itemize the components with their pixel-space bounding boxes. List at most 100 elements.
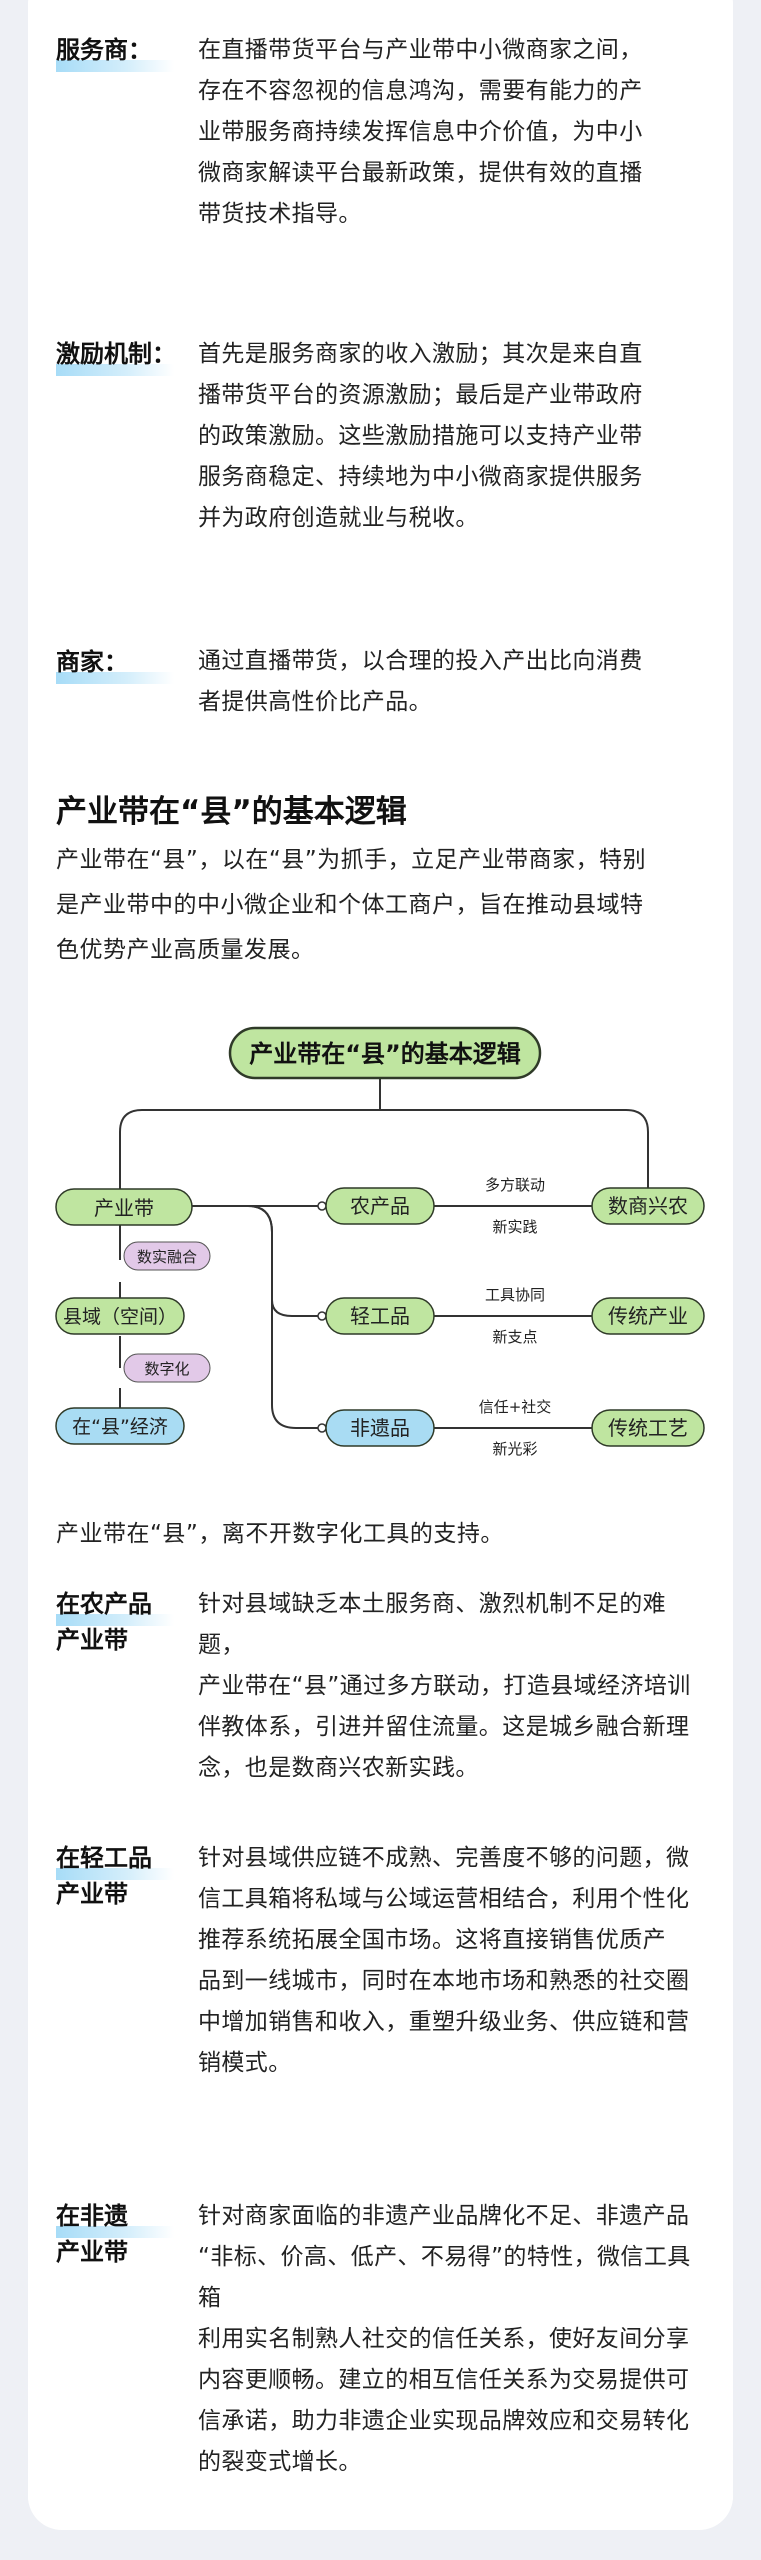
- desc-line: 存在不容忽视的信息鸿沟，需要有能力的产: [198, 78, 643, 104]
- desc-line: 念，也是数商兴农新实践。: [198, 1755, 479, 1781]
- row2-top-label: 工具协同: [485, 1286, 545, 1304]
- node-agri-label: 农产品: [350, 1194, 410, 1218]
- connector-line: [119, 1109, 649, 1210]
- node-light-result: [591, 1297, 705, 1335]
- term-line: 在非遗: [56, 2202, 128, 2230]
- term-highlight: [56, 672, 174, 684]
- desc-line: 针对商家面临的非遗产业品牌化不足、非遗产品: [198, 2203, 690, 2229]
- node-economy-label: 在“县”经济: [72, 1416, 168, 1438]
- desc-line: 的裂变式增长。: [198, 2449, 362, 2475]
- support-text: 产业带在“县”，离不开数字化工具的支持。: [56, 1521, 504, 1547]
- diagram-title: 产业带在“县”的基本逻辑: [249, 1040, 521, 1068]
- node-light-result-label: 传统产业: [608, 1304, 688, 1328]
- node-heritage-result-label: 传统工艺: [608, 1416, 688, 1440]
- desc-line: 利用实名制熟人社交的信任关系，使好友间分享: [198, 2326, 690, 2352]
- connector-line: [247, 1205, 322, 1317]
- connector-dot: [317, 1201, 327, 1211]
- desc-merchant: 通过直播带货，以合理的投入产出比向消费 者提供高性价比产品。: [198, 641, 708, 723]
- desc-line: “非标、价高、低产、不易得”的特性，微信工具箱: [198, 2244, 691, 2311]
- desc-line: 服务商稳定、持续地为中小微商家提供服务: [198, 464, 643, 490]
- desc-line: 带货技术指导。: [198, 201, 362, 227]
- section-heading: 产业带在“县”的基本逻辑: [56, 794, 407, 830]
- intro-line: 是产业带中的中小微企业和个体工商户，旨在推动县域特: [56, 892, 644, 918]
- row3-bottom-label: 新光彩: [492, 1440, 537, 1458]
- logic-diagram: 产业带在“县”的基本逻辑 产业带 数实融合 县域（空间） 数字化 在“县”经济 …: [55, 1026, 705, 1458]
- desc-line: 播带货平台的资源激励；最后是产业带政府: [198, 382, 643, 408]
- desc-incentive: 首先是服务商家的收入激励；其次是来自直 播带货平台的资源激励；最后是产业带政府 …: [198, 334, 708, 539]
- tag-digital-real-label: 数实融合: [137, 1248, 197, 1266]
- node-heritage: [325, 1409, 435, 1447]
- node-light: [325, 1297, 435, 1335]
- connector-dot: [317, 1423, 327, 1433]
- term-merchant: 商家：: [56, 644, 176, 684]
- term-label: 激励机制：: [56, 340, 176, 368]
- node-agri-result: [591, 1187, 705, 1225]
- row3-top-label: 信任+社交: [479, 1398, 552, 1416]
- term-line: 在农产品: [56, 1590, 152, 1618]
- node-industry: [55, 1188, 193, 1226]
- term-highlight: [56, 364, 174, 376]
- desc-line: 者提供高性价比产品。: [198, 689, 432, 715]
- desc-line: 微商家解读平台最新政策，提供有效的直播: [198, 160, 643, 186]
- case-heritage-desc: 针对商家面临的非遗产业品牌化不足、非遗产品 “非标、价高、低产、不易得”的特性，…: [198, 2196, 708, 2483]
- desc-line: 产业带在“县”通过多方联动，打造县域经济培训: [198, 1673, 691, 1699]
- desc-line: 的政策激励。这些激励措施可以支持产业带: [198, 423, 643, 449]
- row2-bottom-label: 新支点: [492, 1328, 537, 1346]
- section-intro: 产业带在“县”，以在“县”为抓手，立足产业带商家，特别 是产业带中的中小微企业和…: [56, 838, 721, 973]
- desc-line: 业带服务商持续发挥信息中介价值，为中小: [198, 119, 643, 145]
- desc-line: 信工具箱将私域与公域运营相结合，利用个性化: [198, 1886, 690, 1912]
- term-highlight: [56, 1614, 174, 1626]
- term-line: 在轻工品: [56, 1844, 152, 1872]
- desc-line: 通过直播带货，以合理的投入产出比向消费: [198, 648, 643, 674]
- desc-line: 品到一线城市，同时在本地市场和熟悉的社交圈: [198, 1968, 690, 1994]
- desc-line: 针对县域供应链不成熟、完善度不够的问题，微: [198, 1845, 690, 1871]
- term-incentive: 激励机制：: [56, 336, 176, 376]
- desc-line: 信承诺，助力非遗企业实现品牌效应和交易转化: [198, 2408, 690, 2434]
- case-agri-term: 在农产品 产业带: [56, 1586, 176, 1658]
- case-light-term: 在轻工品 产业带: [56, 1840, 176, 1912]
- desc-line: 并为政府创造就业与税收。: [198, 505, 479, 531]
- desc-line: 中增加销售和收入，重塑升级业务、供应链和营: [198, 2009, 690, 2035]
- tag-digital-real: [123, 1241, 211, 1271]
- term-line: 产业带: [56, 1626, 128, 1654]
- desc-line: 销模式。: [198, 2050, 292, 2076]
- case-light-desc: 针对县域供应链不成熟、完善度不够的问题，微 信工具箱将私域与公域运营相结合，利用…: [198, 1838, 708, 2084]
- node-agri-result-label: 数商兴农: [608, 1194, 688, 1218]
- case-heritage-term: 在非遗 产业带: [56, 2198, 176, 2270]
- desc-line: 针对县域缺乏本土服务商、激烈机制不足的难题，: [198, 1591, 666, 1658]
- desc-line: 伴教体系，引进并留住流量。这是城乡融合新理: [198, 1714, 690, 1740]
- desc-line: 首先是服务商家的收入激励；其次是来自直: [198, 341, 643, 367]
- node-light-label: 轻工品: [350, 1304, 410, 1328]
- term-highlight: [56, 60, 174, 72]
- desc-line: 推荐系统拓展全国市场。这将直接销售优质产: [198, 1927, 666, 1953]
- diagram-title-node: [228, 1026, 542, 1080]
- node-county: [55, 1297, 185, 1335]
- node-heritage-label: 非遗品: [350, 1416, 410, 1440]
- term-line: 产业带: [56, 1880, 128, 1908]
- page-bottom-margin: [0, 2528, 761, 2560]
- connector-line: [247, 1205, 322, 1429]
- row1-top-label: 多方联动: [485, 1176, 545, 1194]
- row1-bottom-label: 新实践: [492, 1218, 537, 1236]
- node-heritage-result: [591, 1409, 705, 1447]
- term-line: 产业带: [56, 2238, 128, 2266]
- desc-service-provider: 在直播带货平台与产业带中小微商家之间， 存在不容忽视的信息鸿沟，需要有能力的产 …: [198, 30, 708, 235]
- node-county-label: 县域（空间）: [63, 1306, 177, 1328]
- node-economy: [55, 1407, 185, 1445]
- intro-line: 产业带在“县”，以在“县”为抓手，立足产业带商家，特别: [56, 847, 647, 873]
- desc-line: 在直播带货平台与产业带中小微商家之间，: [198, 37, 643, 63]
- tag-digitization-label: 数字化: [144, 1360, 189, 1378]
- node-agri: [325, 1187, 435, 1225]
- node-industry-label: 产业带: [94, 1196, 154, 1220]
- card-bottom-edge: [28, 2490, 733, 2530]
- tag-digitization: [123, 1353, 211, 1383]
- term-label: 商家：: [56, 648, 128, 676]
- term-label: 服务商：: [56, 36, 152, 64]
- term-highlight: [56, 1868, 174, 1880]
- term-highlight: [56, 2226, 174, 2238]
- term-service-provider: 服务商：: [56, 32, 176, 72]
- desc-line: 内容更顺畅。建立的相互信任关系为交易提供可: [198, 2367, 690, 2393]
- intro-line: 色优势产业高质量发展。: [56, 937, 315, 963]
- case-agri-desc: 针对县域缺乏本土服务商、激烈机制不足的难题， 产业带在“县”通过多方联动，打造县…: [198, 1584, 708, 1789]
- connector-dot: [317, 1311, 327, 1321]
